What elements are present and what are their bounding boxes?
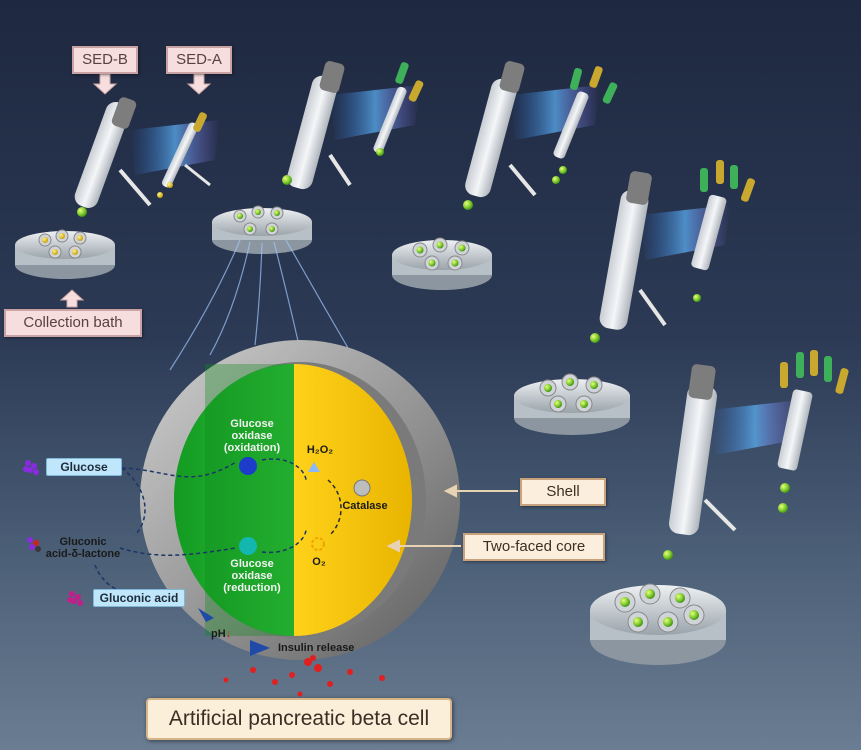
collection-dish-4 <box>514 373 630 435</box>
gox-oxidation-label: Glucose oxidase (oxidation) <box>223 418 281 454</box>
sed-b-label: SED-B <box>72 46 138 74</box>
callout-arrows <box>386 484 518 553</box>
ph-label: pH↓ <box>211 628 232 640</box>
yellow-core-half <box>294 364 412 636</box>
collection-dish-5 <box>590 583 726 665</box>
catalase-label: Catalase <box>342 500 388 512</box>
label-arrows <box>59 73 212 308</box>
pathway-arrows <box>94 461 237 591</box>
device-1 <box>74 97 211 217</box>
h2o2-label: H₂O₂ <box>306 444 334 456</box>
two-faced-core-label: Two-faced core <box>463 533 605 561</box>
o2-label: O₂ <box>312 556 326 568</box>
gox-reduction-label: Glucose oxidase (reduction) <box>223 558 281 594</box>
catalase-particle <box>353 479 371 497</box>
collection-dish-3 <box>392 237 492 290</box>
shell-label: Shell <box>520 478 606 506</box>
h2o2-drop <box>308 462 320 472</box>
enzyme-reduction <box>239 537 257 555</box>
collection-dish-1 <box>15 229 115 279</box>
sed-a-label: SED-A <box>166 46 232 74</box>
device-3 <box>463 61 618 210</box>
collection-dish-2 <box>212 205 312 254</box>
gluconic-acid-label: Gluconic acid <box>93 589 185 607</box>
glucose-molecule <box>23 460 39 475</box>
device-4 <box>590 160 756 343</box>
o2-bubble <box>311 537 325 551</box>
green-core-half <box>174 364 294 636</box>
artificial-cell-title: Artificial pancreatic beta cell <box>146 698 452 740</box>
enzyme-oxidation <box>239 457 257 475</box>
device-5 <box>663 350 849 560</box>
collection-bath-label: Collection bath <box>4 309 142 337</box>
glucose-label: Glucose <box>46 458 122 476</box>
lactone-molecule <box>27 537 41 552</box>
insulin-particles <box>223 655 385 697</box>
device-2 <box>282 61 424 190</box>
insulin-release-label: Insulin release <box>278 642 355 654</box>
gluconic-lactone-label: Gluconic acid-δ-lactone <box>45 536 121 560</box>
artificial-cell <box>140 340 460 660</box>
gluconic-acid-molecule <box>67 591 83 606</box>
ph-arrows <box>198 608 270 656</box>
